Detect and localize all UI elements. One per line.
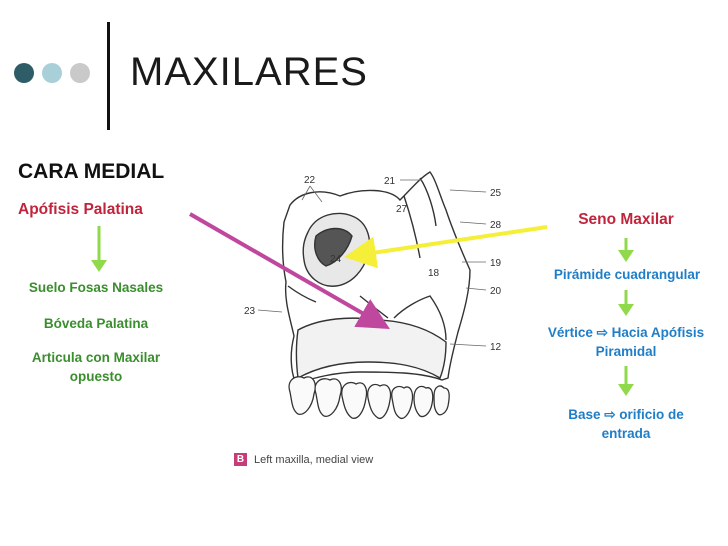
left-item-3: Articula con Maxilar opuesto bbox=[31, 350, 161, 384]
arrow-down-left bbox=[91, 226, 107, 272]
label-21: 21 bbox=[384, 176, 396, 187]
label-18: 18 bbox=[428, 268, 440, 279]
left-item-1: Suelo Fosas Nasales bbox=[28, 280, 164, 295]
green-arrows bbox=[91, 226, 634, 396]
figure-badge: B bbox=[234, 453, 247, 466]
arrow-down-right-2 bbox=[618, 290, 634, 316]
label-27: 27 bbox=[396, 204, 408, 215]
label-20: 20 bbox=[490, 286, 502, 297]
title-divider bbox=[107, 22, 110, 130]
right-item-2: Vértice ⇨ Hacia Apófisis Piramidal bbox=[547, 325, 705, 359]
bone-outline bbox=[281, 171, 471, 385]
decor-dot-3 bbox=[70, 63, 90, 83]
pink-pointer-arrow bbox=[189, 212, 390, 329]
heading-seno-maxilar: Seno Maxilar bbox=[578, 211, 674, 228]
yellow-pointer-arrow bbox=[344, 225, 548, 269]
arrow-down-right-1 bbox=[618, 238, 634, 262]
label-22: 22 bbox=[304, 175, 316, 186]
section-heading: CARA MEDIAL bbox=[18, 160, 165, 183]
decor-dot-2 bbox=[42, 63, 62, 83]
label-28: 28 bbox=[490, 220, 502, 231]
decor-dot-1 bbox=[14, 63, 34, 83]
right-item-3: Base ⇨ orificio de entrada bbox=[568, 407, 684, 441]
label-19: 19 bbox=[490, 258, 502, 269]
page-title: MAXILARES bbox=[130, 50, 368, 94]
arrow-down-right-3 bbox=[618, 366, 634, 396]
left-item-2: Bóveda Palatina bbox=[43, 316, 149, 331]
label-25: 25 bbox=[490, 188, 502, 199]
right-item-1: Pirámide cuadrangular bbox=[553, 267, 701, 282]
figure-caption: Left maxilla, medial view bbox=[254, 454, 374, 466]
label-23: 23 bbox=[244, 306, 256, 317]
subheading-apofisis: Apófisis Palatina bbox=[18, 201, 143, 218]
figure-labels: 22 21 25 27 28 24 18 19 20 23 12 bbox=[244, 175, 502, 353]
leader-lines bbox=[257, 179, 487, 347]
teeth bbox=[288, 376, 450, 420]
label-24: 24 bbox=[330, 254, 342, 265]
label-12: 12 bbox=[490, 342, 502, 353]
